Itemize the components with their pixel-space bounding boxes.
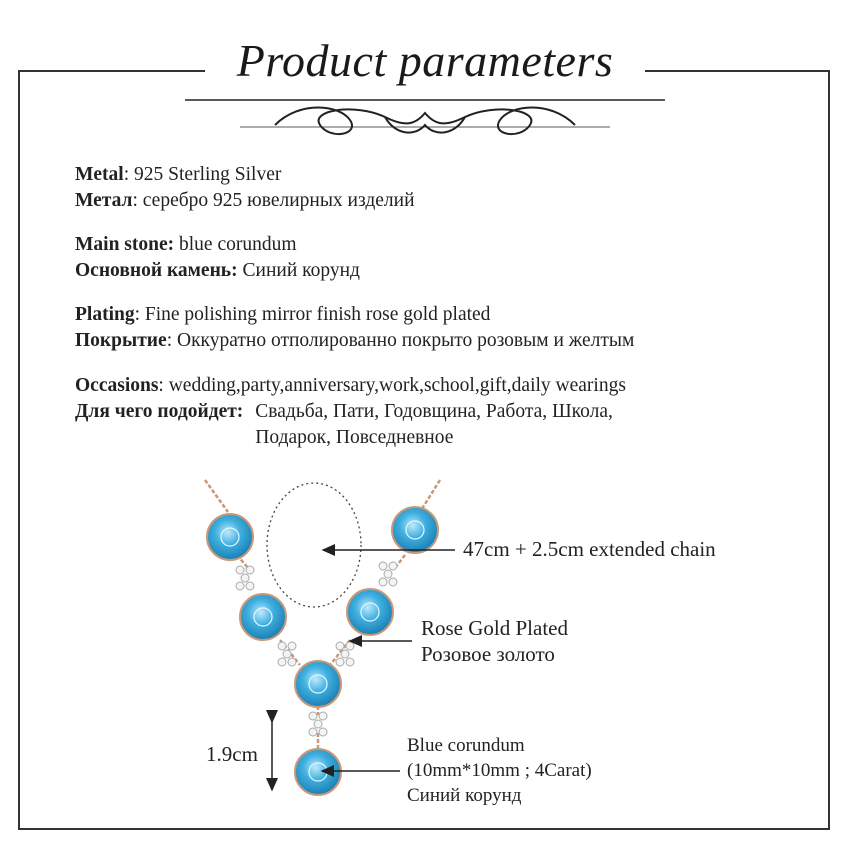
blue-stone-icon xyxy=(294,660,342,708)
crystal-cluster-icon xyxy=(308,711,328,737)
param-main-stone: Main stone: blue corundum Основной камен… xyxy=(75,232,815,284)
plating-en: Rose Gold Plated xyxy=(421,616,568,640)
param-ru: Метал: серебро 925 ювелирных изделий xyxy=(75,188,815,214)
page-title: Product parameters xyxy=(236,35,614,86)
crystal-cluster-icon xyxy=(378,561,398,587)
param-value: : 925 Sterling Silver xyxy=(123,164,282,185)
param-label: Покрытие xyxy=(75,330,167,351)
param-label: Occasions xyxy=(75,375,159,396)
param-value: : Fine polishing mirror finish rose gold… xyxy=(134,304,491,325)
blue-stone-icon xyxy=(391,506,439,554)
param-en: Plating: Fine polishing mirror finish ro… xyxy=(75,302,815,328)
param-metal: Metal: 925 Sterling Silver Метал: серебр… xyxy=(75,162,815,214)
param-label: Метал xyxy=(75,190,133,211)
plating-ru: Розовое золото xyxy=(421,642,555,666)
param-value: blue corundum xyxy=(174,234,297,255)
occasions-line-2: Подарок, Повседневное xyxy=(255,427,454,448)
param-plating: Plating: Fine polishing mirror finish ro… xyxy=(75,302,815,354)
chain-length-ellipse xyxy=(266,482,362,608)
param-label: Для чего подойдет: xyxy=(75,401,244,422)
param-ru: Для чего подойдет: Свадьба, Пати, Годовщ… xyxy=(75,399,815,451)
crystal-cluster-icon xyxy=(277,641,297,667)
crystal-cluster-icon xyxy=(235,565,255,591)
param-ru: Покрытие: Оккуратно отполированно покрыт… xyxy=(75,328,815,354)
param-occasions: Occasions: wedding,party,anniversary,wor… xyxy=(75,372,815,451)
param-en: Metal: 925 Sterling Silver xyxy=(75,162,815,188)
param-label: Main stone: xyxy=(75,234,175,255)
blue-stone-icon xyxy=(239,593,287,641)
param-value: : Оккуратно отполированно покрыто розовы… xyxy=(166,330,635,351)
param-value: : серебро 925 ювелирных изделий xyxy=(132,190,415,211)
product-parameters: Metal: 925 Sterling Silver Метал: серебр… xyxy=(75,162,815,469)
param-ru: Основной камень: Синий корунд xyxy=(75,258,815,284)
param-value: Свадьба, Пати, Годовщина, Работа, Школа,… xyxy=(243,399,613,451)
blue-stone-icon xyxy=(206,513,254,561)
title-mask xyxy=(205,60,645,84)
blue-stone-icon xyxy=(294,748,342,796)
stone-en: Blue corundum xyxy=(407,735,525,756)
blue-stone-icon xyxy=(346,588,394,636)
stone-label: Blue corundum (10mm*10mm ; 4Carat) Синий… xyxy=(407,733,592,808)
param-label: Metal xyxy=(75,164,124,185)
param-en: Main stone: blue corundum xyxy=(75,232,815,258)
param-value: Синий корунд xyxy=(237,260,360,281)
chain-length-label: 47cm + 2.5cm extended chain xyxy=(463,537,716,561)
drop-size-label: 1.9cm xyxy=(206,742,258,766)
ornament-divider-icon xyxy=(185,99,665,136)
param-en: Occasions: wedding,party,anniversary,wor… xyxy=(75,372,815,399)
occasions-line-1: Свадьба, Пати, Годовщина, Работа, Школа, xyxy=(255,401,613,422)
param-label: Plating xyxy=(75,304,135,325)
stone-spec: (10mm*10mm ; 4Carat) xyxy=(407,760,592,781)
stone-ru: Синий корунд xyxy=(407,785,522,806)
plating-label: Rose Gold Plated Розовое золото xyxy=(421,615,568,667)
param-value: : wedding,party,anniversary,work,school,… xyxy=(158,375,626,396)
param-label: Основной камень: xyxy=(75,260,238,281)
